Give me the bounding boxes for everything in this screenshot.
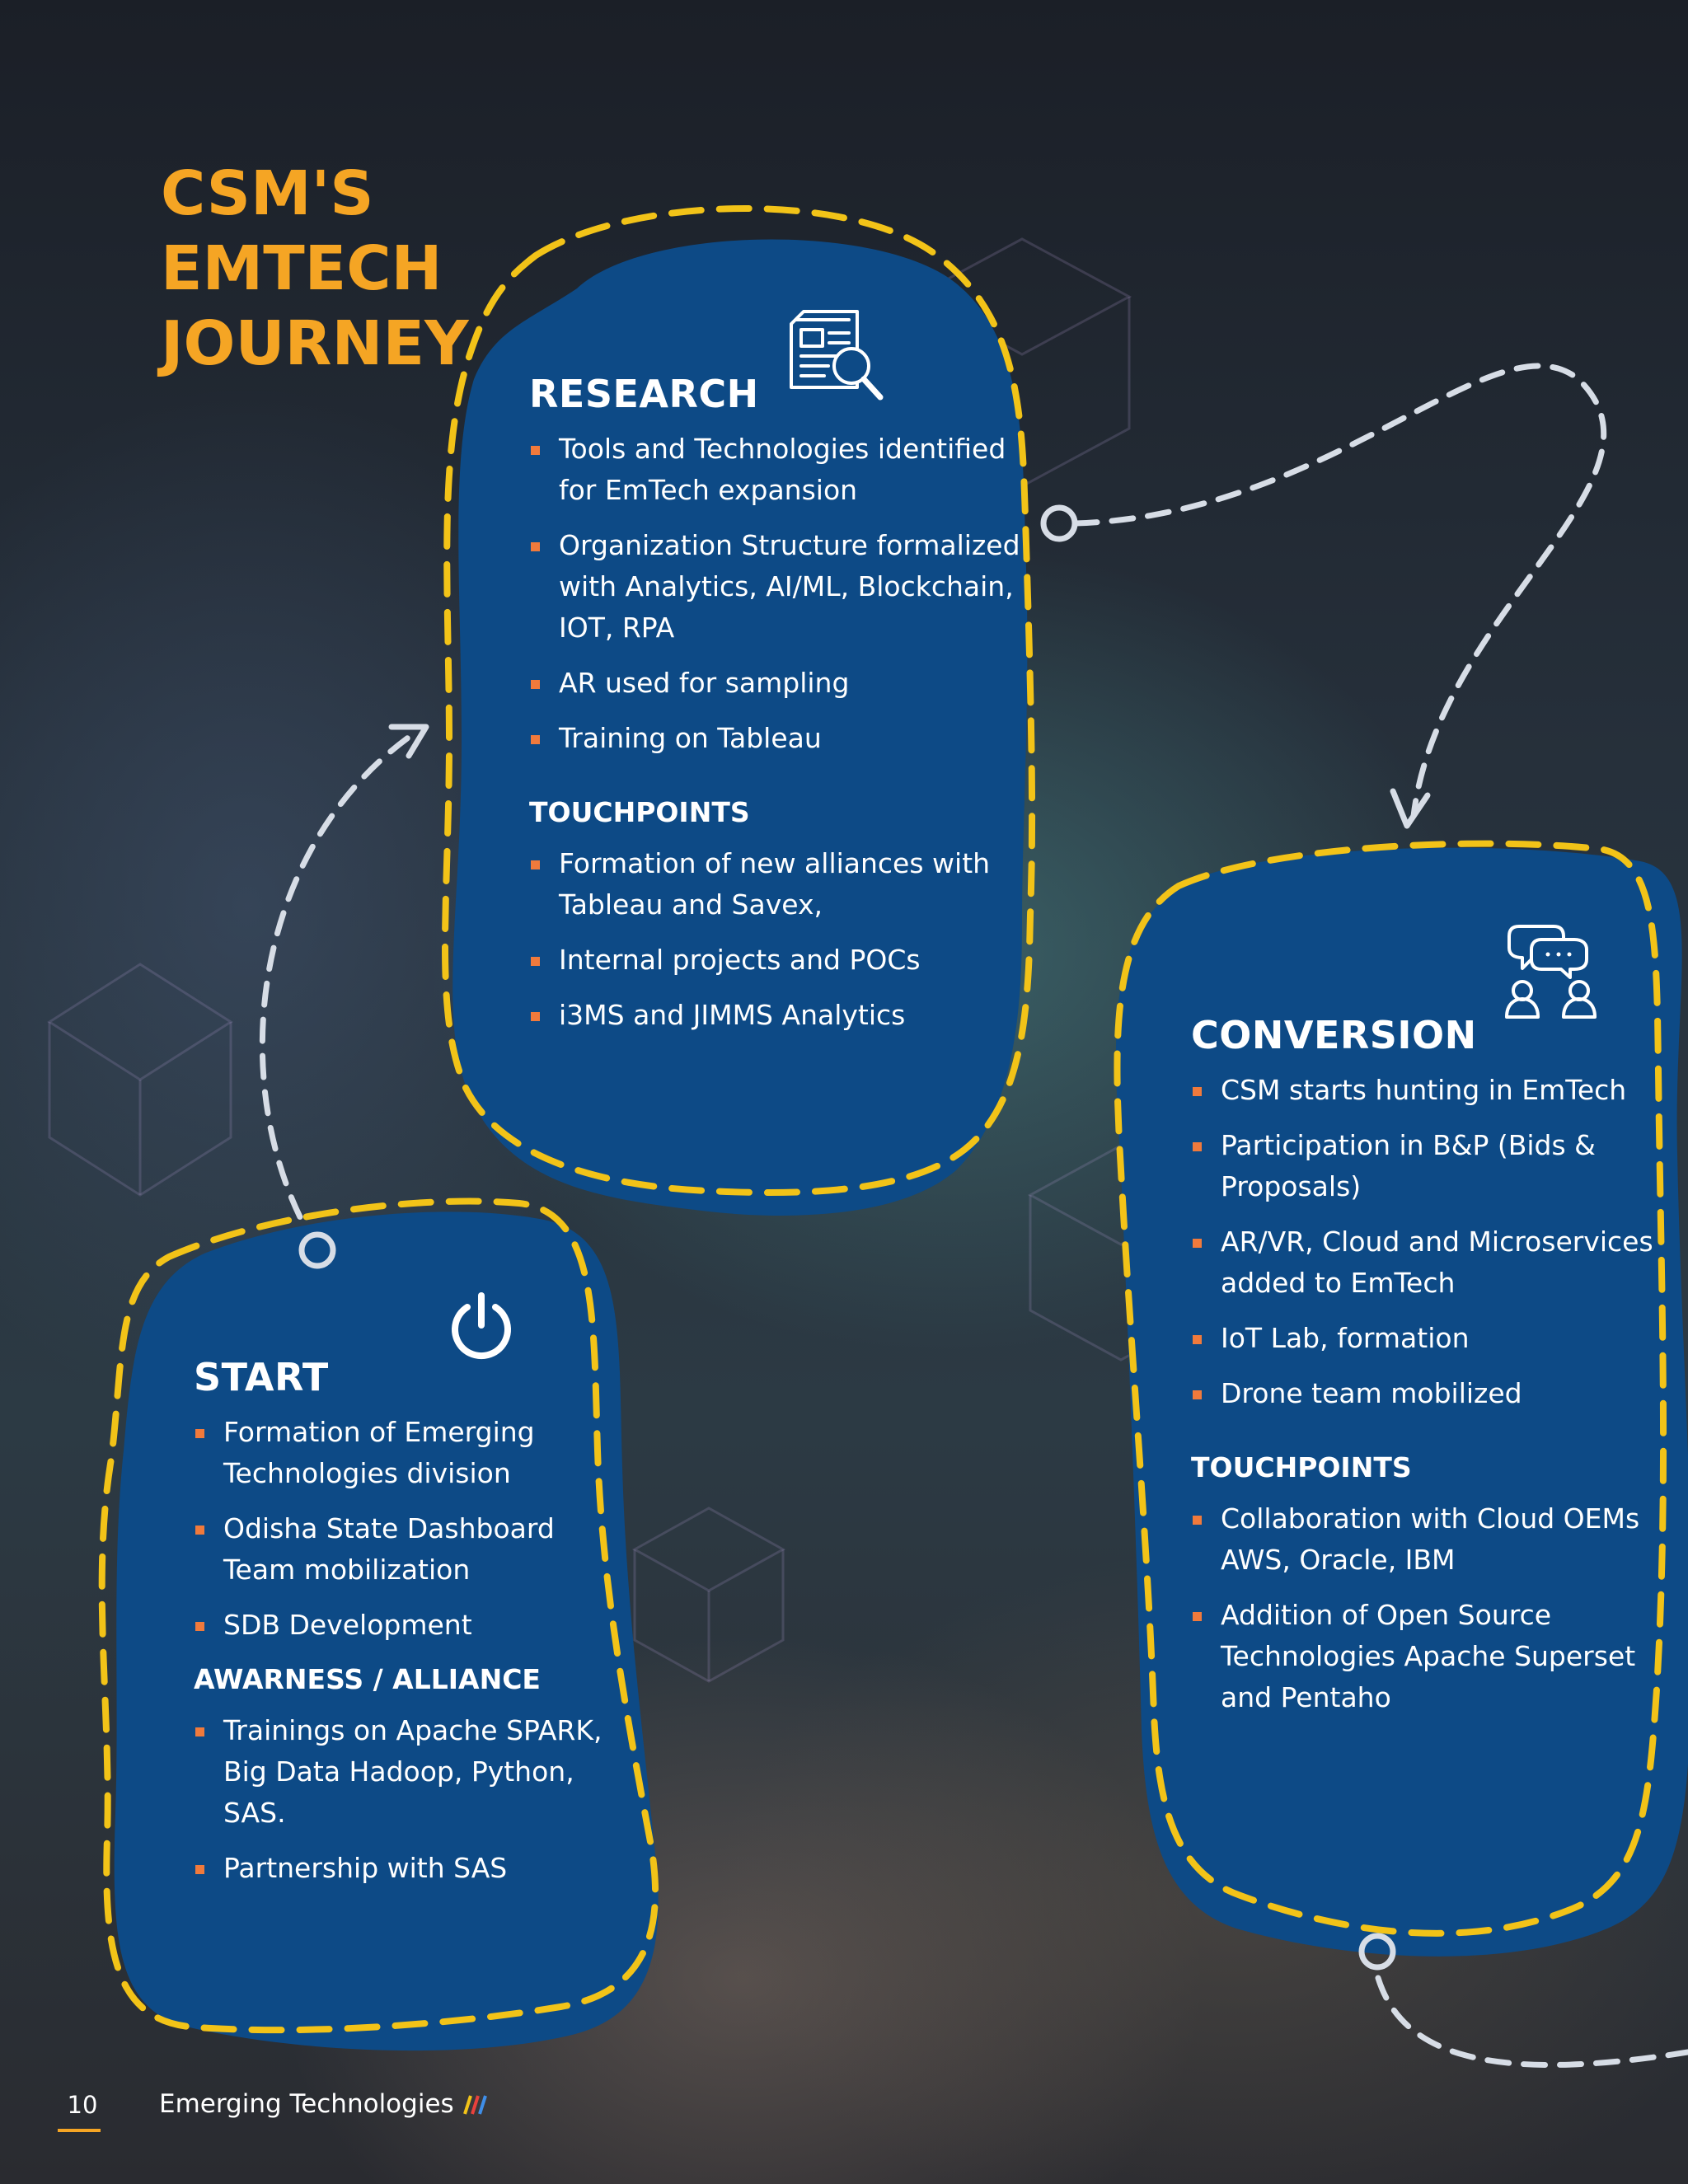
page-title: CSM'S EMTECH JOURNEY [161,157,469,382]
list-item: Organization Structure formalized with A… [529,525,1040,649]
connector-research-to-conversion [1072,363,1607,819]
list-item: AR/VR, Cloud and Microservices added to … [1191,1221,1686,1304]
list-item: Tools and Technologies identified for Em… [529,429,1040,511]
chat-users-icon [1505,925,1597,1019]
start-subheading: AWARNESS / ALLIANCE [194,1663,541,1695]
start-card-dashed-border [98,1197,659,2034]
slash-marks-icon [463,2095,487,2115]
connector-paths [259,363,1688,2068]
document-search-icon [790,310,884,401]
list-item: Drone team mobilized [1191,1373,1686,1414]
page-number: 10 [67,2091,98,2119]
start-alliance-list: Trainings on Apache SPARK, Big Data Hado… [194,1710,606,1889]
research-list: Tools and Technologies identified for Em… [529,429,1040,759]
connector-conversion-out [1375,1975,1688,2068]
start-card-content: START Formation of Emerging Technologies… [194,1354,606,1903]
connector-rings [298,504,1396,1971]
page-number-underline [58,2129,101,2132]
research-subheading: TOUCHPOINTS [529,796,750,828]
conversion-card-content: CONVERSION CSM starts hunting in EmTech … [1191,1012,1686,1732]
list-item: Internal projects and POCs [529,940,1040,981]
list-item: IoT Lab, formation [1191,1318,1686,1359]
list-item: SDB Development [194,1605,606,1646]
research-touchpoints-list: Formation of new alliances with Tableau … [529,843,1040,1036]
conversion-touchpoints-list: Collaboration with Cloud OEMs AWS, Oracl… [1191,1498,1686,1718]
conversion-list: CSM starts hunting in EmTech Participati… [1191,1070,1686,1414]
list-item: Formation of new alliances with Tableau … [529,843,1040,926]
list-item: Partnership with SAS [194,1848,606,1889]
connector-start-to-research [259,729,420,1252]
list-item: Odisha State Dashboard Team mobilization [194,1508,606,1591]
arrowhead-conversion [1390,788,1431,829]
footer-section-name: Emerging Technologies [159,2089,454,2119]
power-icon [452,1292,511,1360]
research-card-dashed-border [442,204,1036,1197]
list-item: AR used for sampling [529,663,1040,704]
conversion-card-dashed-border [1114,840,1667,1937]
research-card [452,239,1028,1216]
list-item: Addition of Open Source Technologies Apa… [1191,1595,1686,1718]
list-item: Trainings on Apache SPARK, Big Data Hado… [194,1710,606,1834]
start-list: Formation of Emerging Technologies divis… [194,1412,606,1646]
research-card-content: RESEARCH Tools and Technologies identifi… [529,371,1040,1050]
research-heading: RESEARCH [529,372,759,416]
conversion-heading: CONVERSION [1191,1013,1477,1057]
start-heading: START [194,1355,329,1399]
title-line: JOURNEY [161,308,469,379]
conversion-subheading: TOUCHPOINTS [1191,1451,1412,1483]
list-item: CSM starts hunting in EmTech [1191,1070,1686,1111]
conversion-card [1115,847,1688,1957]
list-item: Formation of Emerging Technologies divis… [194,1412,606,1494]
title-line: CSM'S [161,158,374,229]
list-item: Collaboration with Cloud OEMs AWS, Oracl… [1191,1498,1686,1581]
list-item: Participation in B&P (Bids & Proposals) [1191,1125,1686,1207]
arrowhead-research [388,724,429,759]
list-item: i3MS and JIMMS Analytics [529,995,1040,1036]
list-item: Training on Tableau [529,718,1040,759]
start-card [114,1212,659,2051]
title-line: EMTECH [161,233,443,304]
